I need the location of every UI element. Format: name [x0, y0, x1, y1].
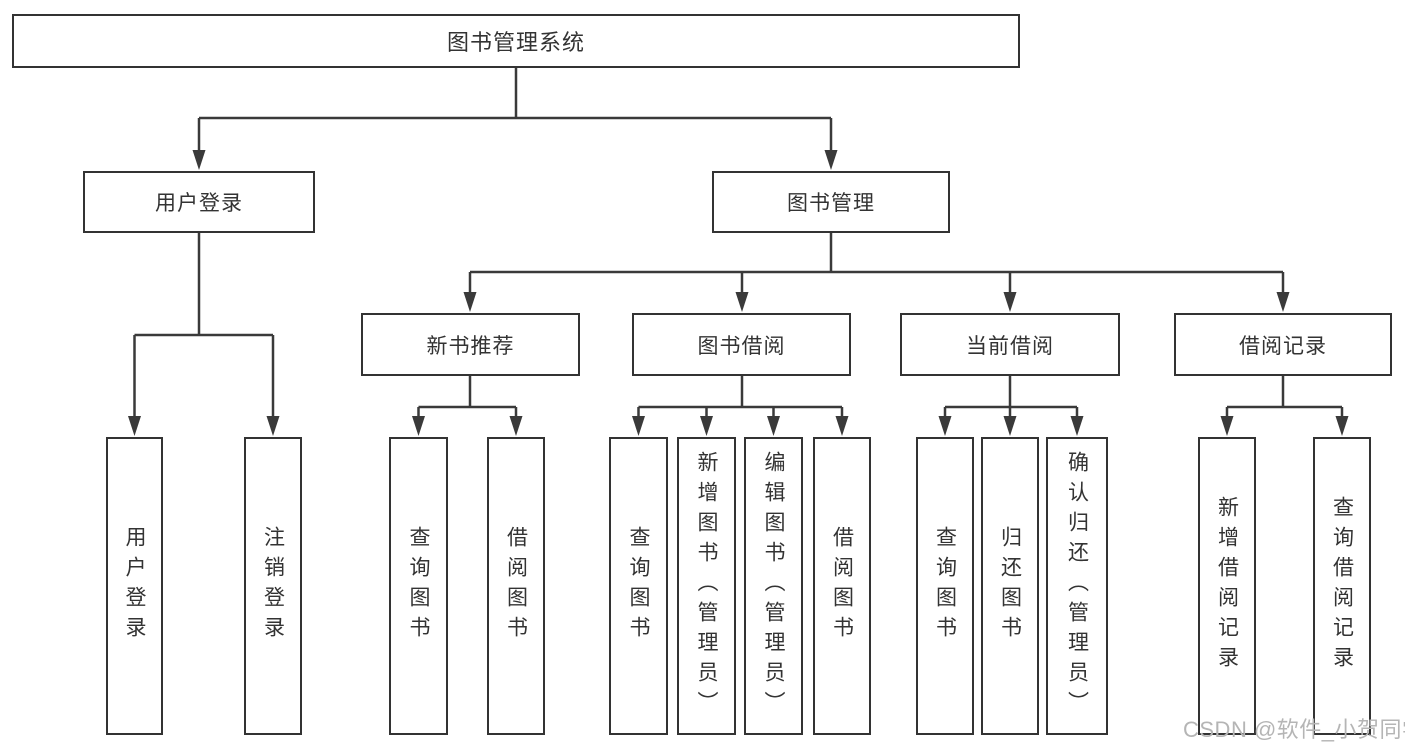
leaf-logout: 注销登录: [244, 437, 302, 735]
node-label: 新增借阅记录: [1215, 496, 1239, 676]
node-label: 归还图书: [998, 526, 1022, 646]
node-label: 编辑图书（管理员）: [762, 451, 785, 721]
node-book-management: 图书管理: [712, 171, 950, 233]
node-label: 图书管理系统: [446, 30, 585, 55]
node-new-book-recommend: 新书推荐: [361, 313, 580, 376]
leaf-edit-books-admin: 编辑图书（管理员）: [744, 437, 803, 735]
leaf-query-books-borrowing: 查询图书: [609, 437, 668, 735]
node-label: 查询借阅记录: [1330, 496, 1354, 676]
node-label: 图书管理: [787, 192, 875, 215]
leaf-add-borrow-record: 新增借阅记录: [1198, 437, 1256, 735]
node-user-login: 用户登录: [83, 171, 315, 233]
node-label: 用户登录: [123, 526, 146, 646]
leaf-query-books-recommend: 查询图书: [389, 437, 448, 735]
node-library-management-system: 图书管理系统: [12, 14, 1020, 68]
node-label: 用户登录: [155, 192, 243, 215]
node-label: 当前借阅: [966, 334, 1054, 358]
node-book-borrowing: 图书借阅: [632, 313, 851, 376]
leaf-borrow-books: 借阅图书: [813, 437, 871, 735]
leaf-borrow-books-recommend: 借阅图书: [487, 437, 545, 735]
node-label: 借阅图书: [830, 526, 854, 646]
leaf-return-books: 归还图书: [981, 437, 1039, 735]
node-label: 新书推荐: [426, 334, 515, 358]
leaf-user-login: 用户登录: [106, 437, 163, 735]
node-borrowing-records: 借阅记录: [1174, 313, 1392, 376]
node-label: 确认归还（管理员）: [1065, 451, 1089, 721]
node-label: 新增图书（管理员）: [695, 451, 718, 721]
node-label: 图书借阅: [697, 334, 786, 358]
node-label: 借阅记录: [1239, 334, 1327, 358]
node-label: 借阅图书: [504, 526, 528, 646]
node-label: 查询图书: [627, 526, 650, 646]
node-label: 注销登录: [261, 526, 285, 646]
node-label: 查询图书: [407, 526, 430, 646]
leaf-confirm-return-admin: 确认归还（管理员）: [1046, 437, 1108, 735]
csdn-watermark: CSDN @软件_小贺同学: [1183, 717, 1405, 742]
leaf-query-books-current: 查询图书: [916, 437, 974, 735]
node-current-borrowing: 当前借阅: [900, 313, 1120, 376]
node-label: 查询图书: [933, 526, 957, 646]
leaf-add-books-admin: 新增图书（管理员）: [677, 437, 736, 735]
leaf-query-borrow-record: 查询借阅记录: [1313, 437, 1371, 735]
